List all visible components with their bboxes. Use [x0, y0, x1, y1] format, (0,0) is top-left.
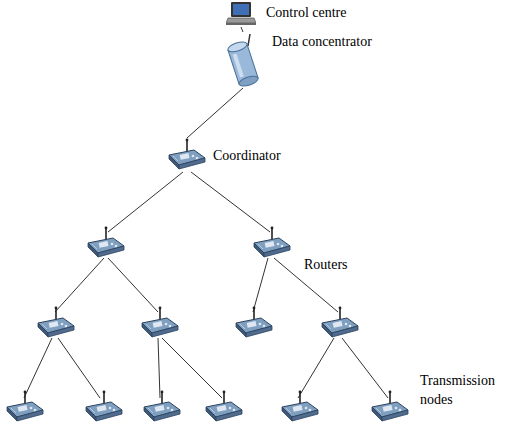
router-icons [38, 227, 358, 337]
tree-lines [24, 172, 388, 398]
tier-label: Routers [304, 256, 394, 275]
laptop-icon [226, 1, 256, 27]
coordinator-node: Coordinator [167, 138, 207, 172]
node-label: Control centre [266, 5, 346, 21]
coordinator-icon [167, 138, 207, 172]
data-concentrator-node: Data concentrator [226, 32, 260, 88]
node-label: Coordinator [213, 148, 281, 164]
control-centre-node: Control centre [226, 1, 256, 27]
tier-label: Transmission nodes [420, 372, 504, 410]
transmission-node-icons [7, 391, 408, 421]
link-line [241, 27, 243, 32]
concentrator-icon [226, 32, 260, 88]
node-label: Data concentrator [272, 34, 372, 50]
link-line [187, 88, 243, 138]
